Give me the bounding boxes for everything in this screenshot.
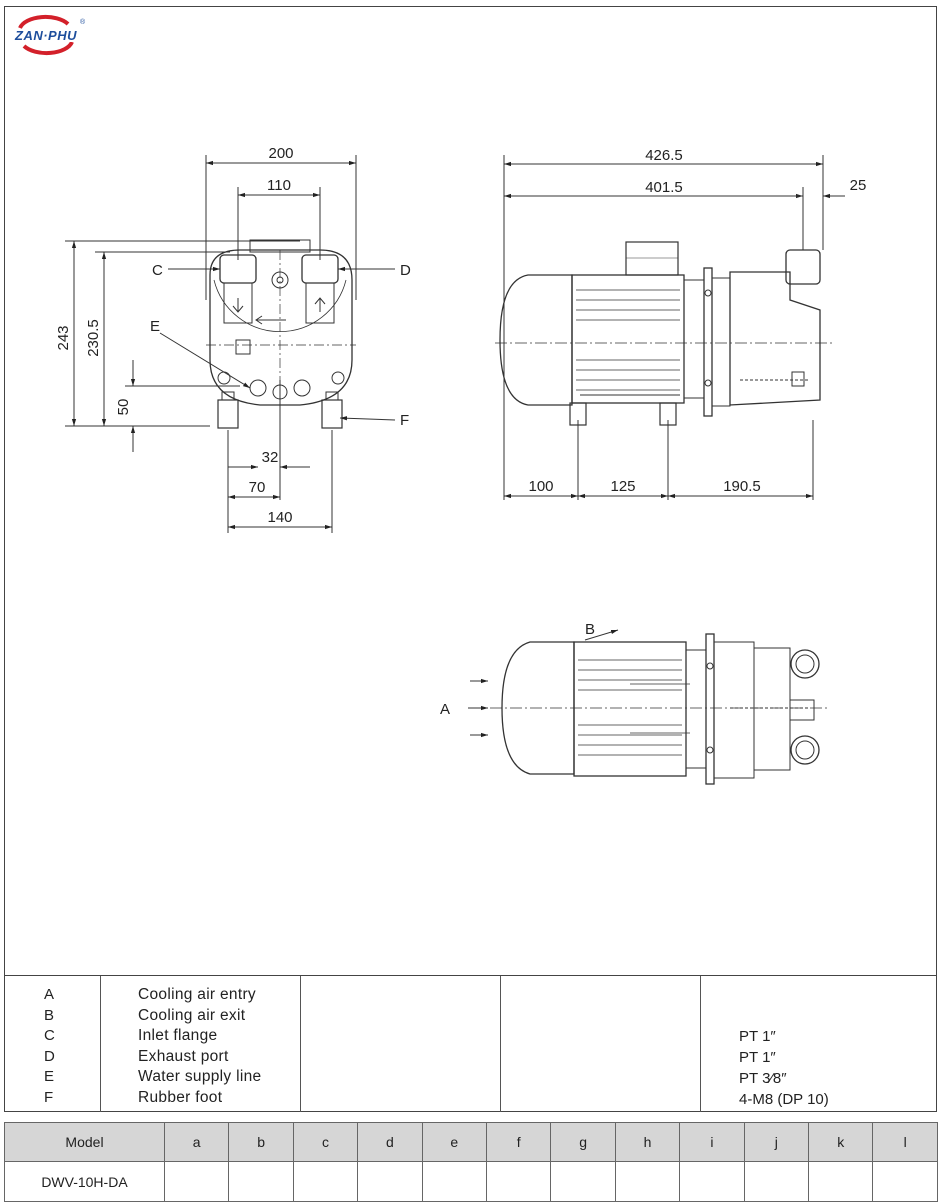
side-view-dimension-labels: 426.5 401.5 25 100 125 190.5 [528, 147, 866, 495]
value-cell [872, 1161, 938, 1202]
legend-block: A B C D E F Cooling air entry Cooling ai… [4, 975, 937, 1112]
svg-text:ZAN·PHU: ZAN·PHU [14, 28, 77, 43]
dim-140: 140 [267, 509, 292, 526]
value-cell [679, 1161, 745, 1202]
value-cell [357, 1161, 423, 1202]
legend-blank-column-2 [500, 976, 701, 1112]
header-col: g [550, 1122, 616, 1162]
dim-110: 110 [267, 177, 291, 194]
header-col: f [486, 1122, 552, 1162]
header-col: i [679, 1122, 745, 1162]
legend-letter: C [44, 1027, 55, 1045]
header-col: h [614, 1122, 681, 1162]
dim-125: 125 [610, 478, 635, 495]
header-col: c [292, 1122, 359, 1162]
legend-blank-column-1 [300, 976, 501, 1112]
legend-spec: PT 1″ [739, 1028, 776, 1045]
value-cell [550, 1161, 616, 1202]
header-model: Model [4, 1122, 165, 1162]
front-view [65, 155, 396, 533]
top-view [468, 629, 830, 785]
legend-description: Exhaust port [138, 1047, 229, 1065]
callout-d: D [400, 262, 411, 279]
dim-70: 70 [249, 479, 266, 496]
legend-specs: PT 1″ PT 1″ PT 3⁄8″ 4-M8 (DP 10) [739, 1026, 829, 1110]
legend-description-column [100, 976, 301, 1112]
value-cell [614, 1161, 681, 1202]
header-col: j [743, 1122, 810, 1162]
top-view-labels: A B [440, 621, 595, 718]
table-header-row: Model a b c d e f g h i j k l [4, 1122, 938, 1162]
callout-b: B [585, 621, 595, 638]
legend-letter-column [4, 976, 101, 1112]
header-col: e [421, 1122, 488, 1162]
header-col: d [357, 1122, 423, 1162]
callout-a: A [440, 701, 450, 718]
legend-spec: 4-M8 (DP 10) [739, 1091, 829, 1108]
legend-letter: D [44, 1047, 55, 1065]
dim-25: 25 [850, 177, 867, 194]
value-cell [421, 1161, 488, 1202]
side-view [495, 155, 845, 500]
legend-letter: F [44, 1088, 54, 1106]
svg-text:®: ® [80, 18, 86, 26]
dim-230-5: 230.5 [85, 319, 102, 357]
model-dimension-table: Model a b c d e f g h i j k l DWV-10H-DA [4, 1122, 938, 1202]
front-view-dimension-labels: 200 110 243 230.5 50 32 70 140 C D E F [55, 145, 411, 526]
legend-letter: B [44, 1006, 55, 1024]
legend-letter: E [44, 1068, 55, 1086]
technical-drawing: 200 110 243 230.5 50 32 70 140 C D E F [55, 145, 866, 785]
header-col: k [808, 1122, 874, 1162]
header-col: b [228, 1122, 294, 1162]
legend-letter: A [44, 986, 55, 1003]
callout-c: C [152, 262, 163, 279]
callout-f: F [400, 412, 409, 429]
value-cell [808, 1161, 874, 1202]
legend-spec: PT 3⁄8″ [739, 1070, 787, 1087]
drawing-frame [4, 6, 937, 1112]
model-name-cell: DWV-10H-DA [4, 1161, 165, 1202]
dim-200: 200 [268, 145, 293, 162]
value-cell [228, 1161, 294, 1202]
legend-description: Water supply line [138, 1068, 262, 1086]
dim-401-5: 401.5 [645, 179, 683, 196]
zanphu-logo: ZAN·PHU ® [8, 14, 86, 56]
dim-426-5: 426.5 [645, 147, 683, 164]
dim-243: 243 [55, 325, 72, 350]
dim-190-5: 190.5 [723, 478, 761, 495]
legend-description: Cooling air entry [138, 986, 256, 1003]
callout-e: E [150, 318, 160, 335]
dim-100: 100 [528, 478, 553, 495]
header-col: a [163, 1122, 230, 1162]
legend-description: Rubber foot [138, 1088, 223, 1106]
value-cell [292, 1161, 359, 1202]
legend-letters: A B C D E F [44, 985, 55, 1109]
legend-description: Cooling air exit [138, 1006, 246, 1024]
legend-description: Inlet flange [138, 1027, 218, 1045]
dim-32: 32 [262, 449, 279, 466]
dim-50: 50 [115, 399, 132, 416]
header-col: l [872, 1122, 938, 1162]
value-cell [163, 1161, 230, 1202]
value-cell [743, 1161, 810, 1202]
table-row: DWV-10H-DA [4, 1161, 938, 1202]
legend-descriptions: Cooling air entry Cooling air exit Inlet… [138, 985, 261, 1109]
value-cell [486, 1161, 552, 1202]
legend-spec: PT 1″ [739, 1049, 776, 1066]
